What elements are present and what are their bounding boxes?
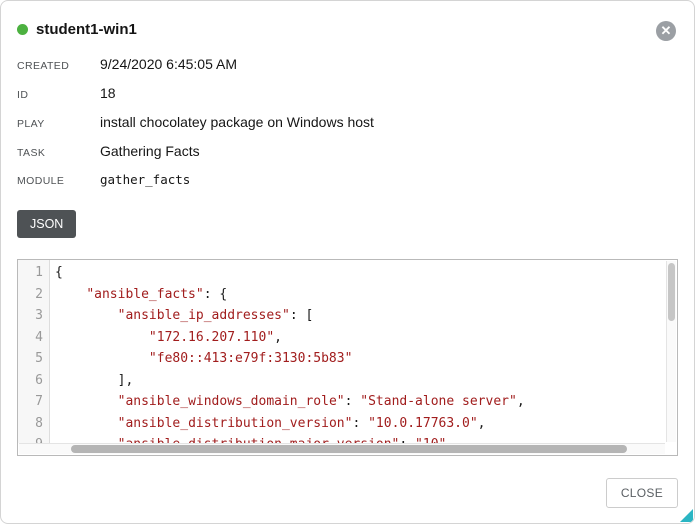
close-button[interactable]: CLOSE (605, 478, 678, 508)
code-line: "172.16.207.110", (148, 329, 282, 345)
code-line: "ansible_facts": { (86, 286, 228, 302)
gutter-line-number: 1 (35, 265, 43, 280)
detail-label: PLAY (17, 118, 45, 130)
detail-row: ID 18 (17, 85, 678, 101)
detail-label: MODULE (17, 175, 65, 187)
status-success-icon (17, 24, 28, 35)
horizontal-scrollbar-thumb[interactable] (71, 445, 627, 453)
code-line: "fe80::413:e79f:3130:5b83" (148, 351, 353, 366)
vertical-scrollbar[interactable] (666, 261, 676, 442)
gutter-line-number: 6 (35, 372, 43, 388)
code-line: "ansible_ip_addresses": [ (117, 308, 314, 323)
close-icon[interactable]: ✕ (656, 21, 676, 41)
detail-value: 18 (100, 85, 116, 101)
json-tab-button[interactable]: JSON (17, 210, 77, 238)
gutter-line-number: 5 (35, 351, 43, 366)
resize-handle-icon[interactable] (680, 509, 693, 522)
horizontal-scrollbar[interactable] (19, 443, 665, 454)
detail-label: CREATED (17, 60, 70, 72)
detail-row: TASK Gathering Facts (17, 143, 678, 159)
code-line: "ansible_distribution_version": "10.0.17… (117, 415, 486, 431)
code-line: { (55, 265, 63, 280)
code-line: "ansible_windows_domain_role": "Stand-al… (117, 394, 525, 409)
gutter-line-number: 2 (35, 286, 43, 302)
detail-value: 9/24/2020 6:45:05 AM (100, 56, 237, 72)
gutter-line-number: 4 (35, 329, 43, 345)
gutter-line-number: 9 (18, 434, 43, 443)
gutter-line-number: 7 (35, 394, 43, 409)
code-line: "ansible_distribution_major_version": "1… (55, 434, 666, 443)
vertical-scrollbar-thumb[interactable] (668, 263, 675, 321)
detail-value: install chocolatey package on Windows ho… (100, 114, 374, 130)
line-number-gutter: 1 2 3 4 5 6 7 8 9 (18, 260, 50, 443)
detail-row: MODULE gather_facts (17, 172, 678, 187)
detail-label: ID (17, 89, 29, 101)
detail-label: TASK (17, 147, 46, 159)
modal-title: student1-win1 (36, 21, 137, 38)
code-line: ], (55, 372, 134, 388)
json-code-viewer: 1 2 3 4 5 6 7 8 9 { "ansible_facts": { "ansible_… (17, 259, 678, 456)
gutter-line-number: 8 (35, 415, 43, 431)
modal-footer: CLOSE (1, 467, 694, 523)
detail-row: CREATED 9/24/2020 6:45:05 AM (17, 56, 678, 72)
detail-value: Gathering Facts (100, 143, 200, 159)
detail-row: PLAY install chocolatey package on Window… (17, 114, 678, 130)
modal-header: student1-win1 ✕ (1, 1, 694, 48)
code-lines: { "ansible_facts": { "ansible_ip_address… (50, 260, 666, 443)
code-scroll-area: 1 2 3 4 5 6 7 8 9 { "ansible_facts": { "ansible_… (18, 260, 666, 443)
tab-bar: JSON (1, 200, 694, 238)
detail-value: gather_facts (100, 172, 191, 187)
gutter-line-number: 3 (35, 308, 43, 323)
